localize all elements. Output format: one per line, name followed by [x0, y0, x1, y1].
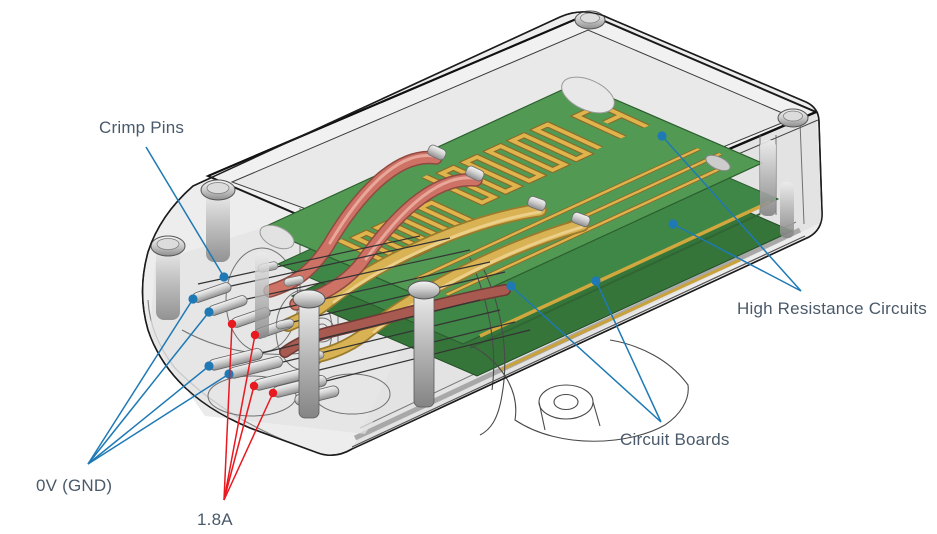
label-0v-gnd: 0V (GND) [36, 476, 113, 495]
label-crimp-pins: Crimp Pins [99, 118, 185, 137]
label-high-resistance-circuits: High Resistance Circuits [737, 299, 927, 318]
label-circuit-boards: Circuit Boards [620, 430, 730, 449]
label-1-8a: 1.8A [197, 510, 233, 529]
